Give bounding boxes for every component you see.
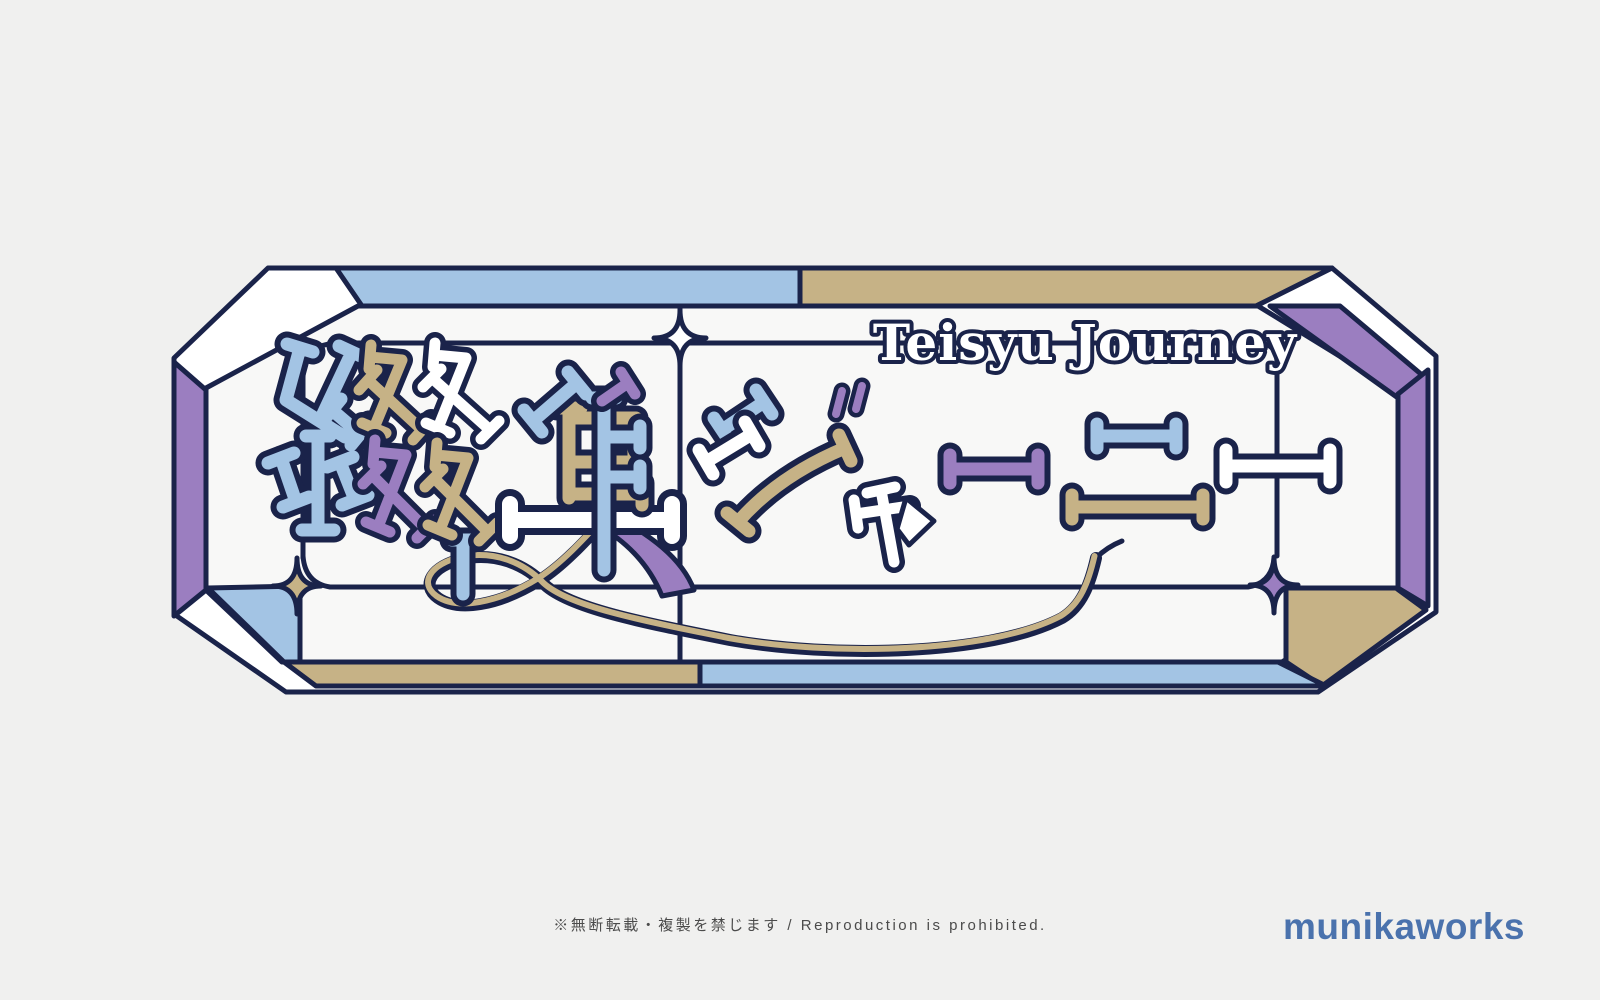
katakana-journey — [686, 377, 1343, 573]
facet-left-purple — [171, 359, 209, 619]
sparkle-bottomleft-icon — [270, 555, 324, 617]
thread-flourish — [423, 506, 1125, 657]
facet-bottom-tan — [281, 659, 703, 689]
octagon-frame — [171, 265, 1439, 695]
brand-logo: munikaworks — [1283, 906, 1525, 947]
kanji-tetsu — [255, 331, 510, 607]
kanji-shu — [495, 359, 687, 583]
facet-top-blue — [333, 265, 803, 309]
facet-right-purple — [1395, 367, 1431, 609]
sparkle-top-icon — [651, 307, 709, 369]
copyright-notice: ※無断転載・複製を禁じます / Reproduction is prohibit… — [553, 917, 1047, 934]
title-en-text: Teisyu Journey — [873, 313, 1298, 372]
facet-top-tan — [797, 265, 1335, 309]
ya-flag — [894, 495, 937, 548]
facet-bottomright-tan-bevel — [1283, 585, 1429, 689]
facet-bottom-blue — [697, 659, 1329, 689]
thread-tip — [1093, 538, 1125, 561]
sparkle-bottomright-icon — [1247, 554, 1301, 616]
